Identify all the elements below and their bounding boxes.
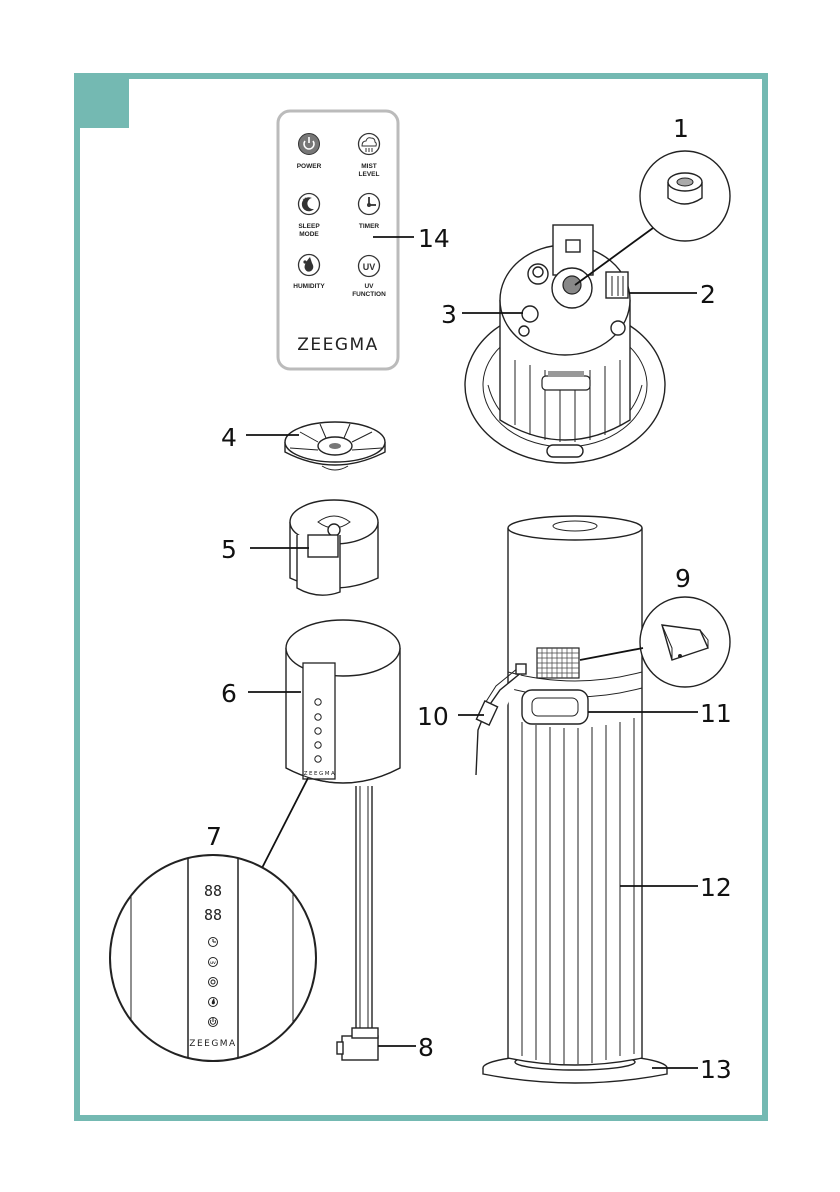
callout-11: 11 <box>700 699 732 728</box>
part-8-connector <box>337 1028 378 1060</box>
sleep-label: SLEEP <box>298 223 320 230</box>
corner-tab <box>77 76 129 128</box>
panel-brand: ZEEGMA <box>189 1039 236 1049</box>
timer-button: TIMER <box>359 194 380 231</box>
power-label: POWER <box>297 163 322 170</box>
display-digits-top: 88 <box>204 882 222 900</box>
uv-icon: UV <box>363 262 376 272</box>
display-digits-bottom: 88 <box>204 906 222 924</box>
part-4-mist-cap <box>285 422 385 470</box>
sleep-label-2: MODE <box>299 231 319 238</box>
remote-brand: ZEEGMA <box>297 335 379 355</box>
callout-12: 12 <box>700 873 732 902</box>
callout-14: 14 <box>418 224 450 253</box>
tank-brand: ZEEGMA <box>304 771 337 777</box>
humidity-label: HUMIDITY <box>293 283 325 290</box>
callout-3: 3 <box>441 300 457 329</box>
callout-8: 8 <box>418 1033 434 1062</box>
tower-body <box>476 516 667 1083</box>
callout-9: 9 <box>675 564 691 593</box>
panel-uv-glyph: UV <box>210 960 216 965</box>
callout-1: 1 <box>673 114 689 143</box>
uv-label-2: FUNCTION <box>352 291 386 298</box>
mist-label-2: LEVEL <box>359 171 380 178</box>
mist-label: MIST <box>361 163 377 170</box>
control-panel-zoom: 88 88 UV ZEEGMA <box>110 850 316 1070</box>
callout-7: 7 <box>206 822 222 851</box>
timer-label: TIMER <box>359 223 380 230</box>
remote-control: POWER MIST LEVEL ★ SLEEP MODE <box>278 111 398 369</box>
callout-4: 4 <box>221 423 237 452</box>
callout-10: 10 <box>417 702 449 731</box>
part-1-seal <box>668 173 702 204</box>
callout-6: 6 <box>221 679 237 708</box>
callout-13: 13 <box>700 1055 732 1084</box>
callout-5: 5 <box>221 535 237 564</box>
callout-2: 2 <box>700 280 716 309</box>
uv-label: UV <box>364 283 374 290</box>
base-top-view <box>465 225 665 463</box>
svg-text:★: ★ <box>302 196 308 204</box>
